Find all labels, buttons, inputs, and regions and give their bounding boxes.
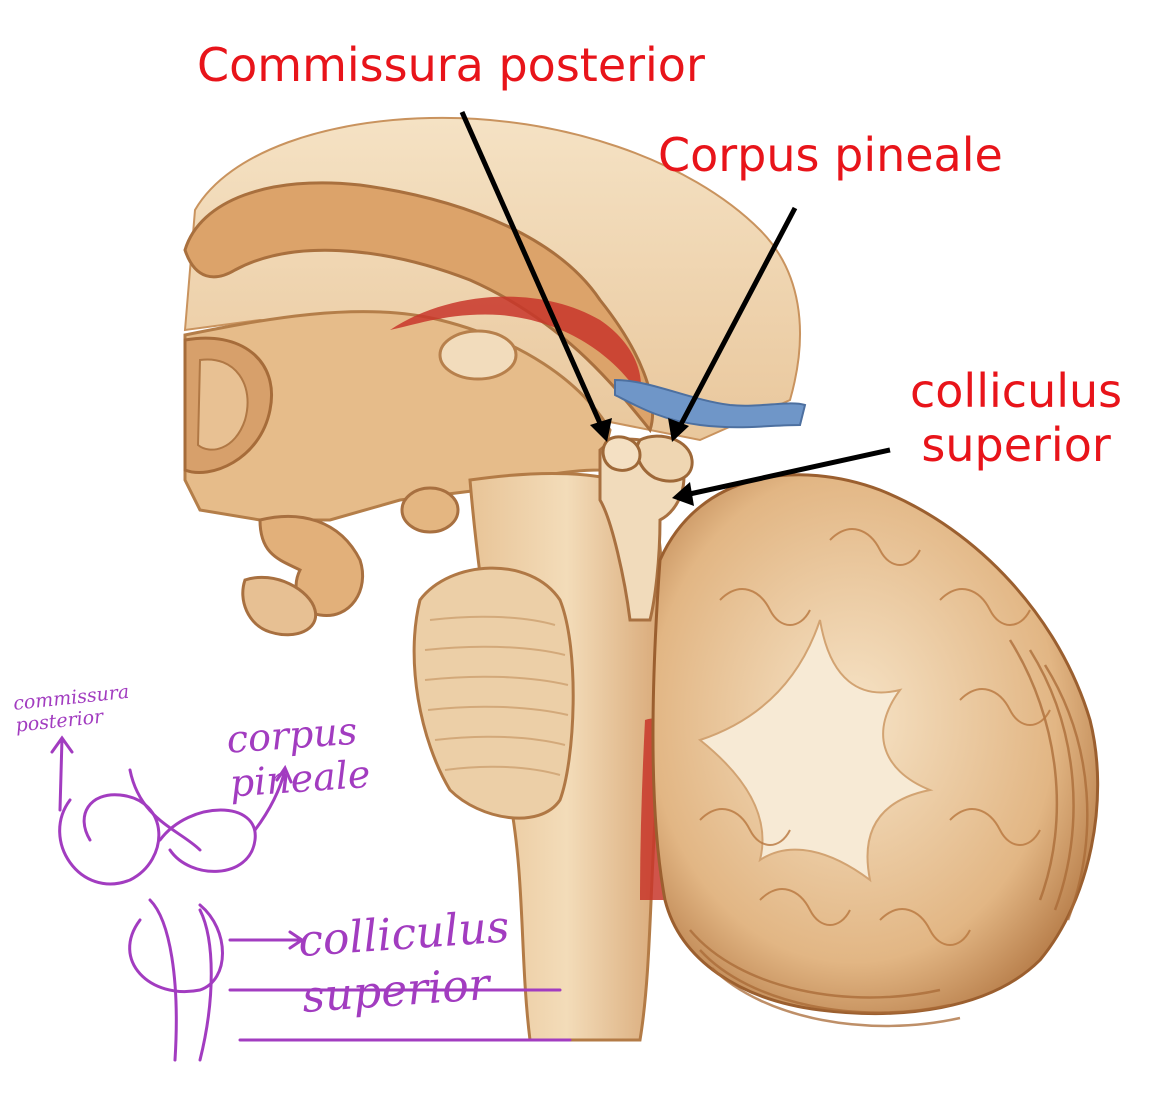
arrowhead-corpus-pineale bbox=[668, 418, 689, 442]
sketch-arrow-up bbox=[50, 735, 74, 812]
mammillary-body bbox=[400, 486, 460, 534]
sketch-arrow-pineale bbox=[253, 764, 293, 832]
sketch-curve bbox=[128, 768, 202, 852]
pituitary bbox=[241, 575, 318, 637]
handwritten-sketch bbox=[50, 735, 572, 1062]
handwritten-note-pineale: corpus pineale bbox=[225, 708, 372, 806]
arrow-corpus-pineale bbox=[675, 206, 798, 432]
label-commissura-posterior: Commissura posterior bbox=[197, 38, 705, 92]
pointer-arrows bbox=[459, 110, 891, 506]
arrowhead-commissura-posterior bbox=[590, 418, 612, 442]
posterior-commissure-shape bbox=[601, 435, 642, 472]
handwritten-note-colliculus: colliculus superior bbox=[296, 901, 511, 1023]
arrow-colliculus-superior bbox=[684, 447, 891, 498]
arrow-commissura-posterior bbox=[459, 110, 606, 432]
arrowhead-colliculus-superior bbox=[672, 482, 694, 506]
pons bbox=[412, 566, 575, 820]
interthalamic-adhesion bbox=[438, 329, 518, 381]
sketch-arrow-colliculus bbox=[228, 930, 305, 950]
artery-band bbox=[390, 296, 641, 395]
hypothalamus bbox=[258, 514, 365, 617]
pons-striations bbox=[424, 615, 569, 776]
corpus-callosum bbox=[183, 181, 655, 434]
sketch-stem bbox=[148, 898, 213, 1062]
label-corpus-pineale: Corpus pineale bbox=[658, 128, 1003, 182]
arbor-vitae bbox=[697, 619, 934, 883]
cerebellum-folia bbox=[689, 639, 1089, 1028]
sketch-loop-1 bbox=[58, 793, 161, 886]
frontal-fold-inner bbox=[196, 358, 249, 451]
sketch-loop-3 bbox=[128, 903, 224, 993]
label-colliculus-superior: colliculus superior bbox=[910, 364, 1123, 472]
cerebellum-gyri bbox=[699, 528, 1051, 946]
great-cerebral-vein bbox=[614, 378, 807, 429]
sketch-loop-2 bbox=[158, 808, 257, 873]
